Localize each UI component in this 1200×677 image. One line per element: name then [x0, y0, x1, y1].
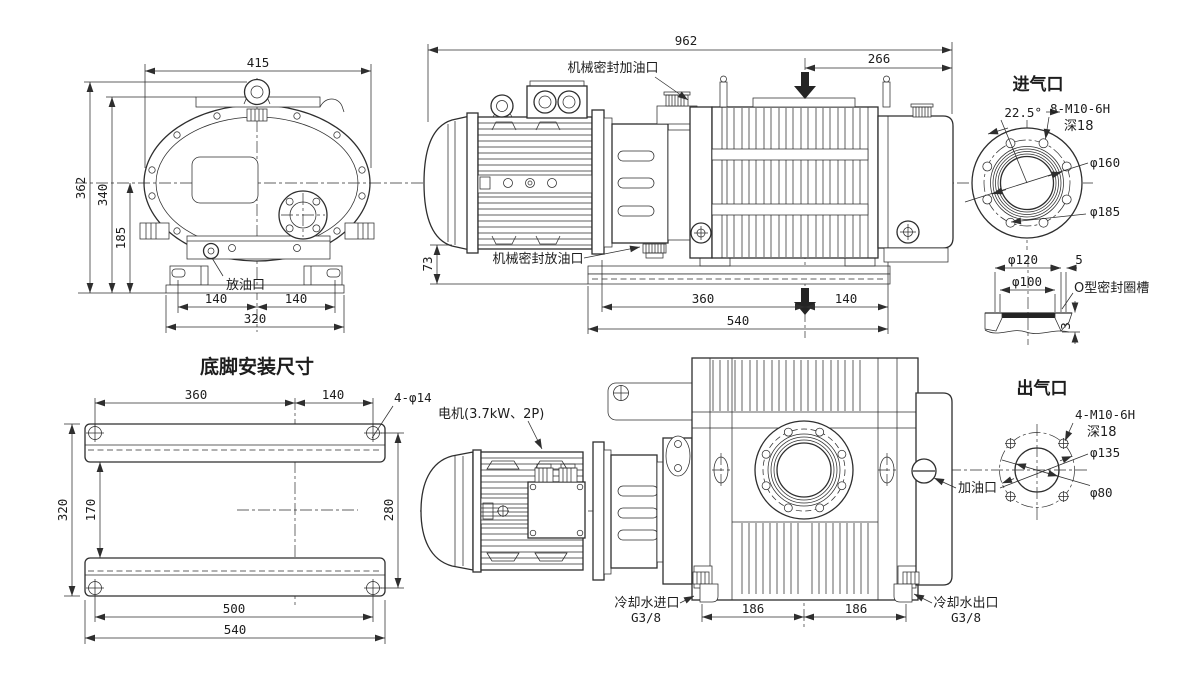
foot-title: 底脚安装尺寸: [200, 355, 314, 378]
outlet-bolt-spec: 4-M10-6H: [1075, 407, 1135, 422]
grease-pin: [719, 81, 728, 108]
dim-front-height-total: 362: [73, 177, 88, 200]
groove-dia-outer: φ120: [1008, 252, 1038, 267]
bottom-cover: [186, 235, 331, 260]
side-dimensions: [427, 42, 953, 334]
inlet-bolt-holes: [982, 138, 1072, 228]
groove-dia-inner: φ100: [1012, 274, 1042, 289]
lifting-eye: [243, 78, 271, 106]
water-outlet-size: G3/8: [951, 610, 981, 625]
dim-foot-hole-vertical: 280: [381, 499, 396, 522]
plan-inlet-flange: [754, 420, 854, 520]
left-clamp: [139, 222, 170, 240]
inlet-angle: 22.5°: [1004, 105, 1042, 120]
water-inlet-label: 冷却水进口: [614, 596, 679, 611]
dim-foot-width-total: 540: [224, 622, 247, 637]
dim-front-foot-left: 140: [205, 291, 228, 306]
seal-fill-label: 机械密封加油口: [567, 60, 658, 76]
front-base-channel: [165, 284, 345, 294]
groove-section: φ120 5 φ100 O型密封圈槽 3: [984, 252, 1149, 344]
groove-depth: 3: [1058, 322, 1073, 330]
inlet-title: 进气口: [1013, 74, 1064, 95]
cable-gland: [557, 90, 581, 114]
inlet-dia-bolt-circle: φ185: [1090, 204, 1120, 219]
cable-gland: [533, 90, 557, 114]
motor-lifting-eye: [490, 94, 514, 118]
inlet-bolt-spec: 8-M10-6H: [1050, 101, 1110, 116]
foot-rail-bottom: [84, 557, 386, 597]
foot-rail-top: [84, 423, 386, 463]
outlet-dia-bolt-circle: φ135: [1090, 445, 1120, 460]
side-base: [587, 257, 891, 285]
front-feet: [165, 265, 345, 294]
dim-side-base-right: 140: [835, 291, 858, 306]
foot-view: 底脚安装尺寸 360 140 4-φ14 320 170 280 500 540: [55, 355, 432, 644]
foot-dimensions: [64, 398, 404, 644]
right-clamp: [344, 222, 375, 240]
dim-water-left: 186: [742, 601, 765, 616]
water-inlet-fitting: [692, 571, 719, 603]
motor-label: 电机(3.7kW、2P): [438, 407, 544, 422]
dim-front-foot-right: 140: [285, 291, 308, 306]
inlet-dia-bore: φ160: [1090, 155, 1120, 170]
vent-plug: [246, 108, 268, 122]
plan-view: 电机(3.7kW、2P) 加油口 186 186 冷却水进口 G3/8 冷却水出…: [420, 357, 999, 625]
dim-side-base-left: 360: [692, 291, 715, 306]
seal-drain-plug: [642, 243, 667, 254]
groove-width: 5: [1075, 252, 1083, 267]
groove-label: O型密封圈槽: [1074, 280, 1149, 296]
side-view: 962 266 73 360 140 540 机械密封加油口 机械密封放油口: [420, 33, 954, 334]
water-inlet-size: G3/8: [631, 610, 661, 625]
outlet-title: 出气口: [1017, 378, 1068, 399]
plan-dimensions: [527, 420, 957, 622]
dim-front-width: 415: [247, 55, 270, 70]
front-dimensions: [78, 64, 372, 333]
drain-port-label: 放油口: [226, 278, 265, 293]
plan-pump-body: [691, 357, 953, 603]
side-motor: [423, 80, 593, 254]
dim-foot-hole-horizontal: 500: [223, 601, 246, 616]
dim-front-foot-span: 320: [244, 311, 267, 326]
outlet-dia-bore: φ80: [1090, 485, 1113, 500]
front-shaft-flange: [278, 190, 328, 240]
water-outlet-fitting: [893, 571, 920, 603]
plan-end-cover: [915, 392, 953, 586]
dim-front-height-axis: 185: [113, 227, 128, 250]
side-pump-body: [689, 75, 954, 263]
dim-side-inlet-offset: 266: [868, 51, 891, 66]
dim-foot-height: 320: [55, 499, 70, 522]
dim-foot-hole-left: 360: [185, 387, 208, 402]
seal-drain-label: 机械密封放油口: [492, 251, 583, 267]
plan-adapter: [592, 435, 693, 585]
outlet-bolt-holes: [1005, 438, 1069, 502]
inlet-view: 进气口 22.5° 8-M10-6H 深18 φ160 φ185: [964, 74, 1120, 239]
inlet-bolt-depth: 深18: [1064, 119, 1094, 134]
outlet-bolt-depth: 深18: [1087, 425, 1117, 440]
dim-foot-hole-right: 140: [322, 387, 345, 402]
grease-pin: [882, 81, 891, 108]
inspection-window: [191, 156, 259, 204]
cable-gland: [558, 467, 578, 483]
foot-hole-spec: 4-φ14: [394, 390, 432, 405]
side-adapter: [591, 91, 698, 259]
dim-water-right: 186: [845, 601, 868, 616]
plan-motor: [420, 449, 586, 573]
dim-foot-gap: 170: [83, 499, 98, 522]
oil-fill-label: 加油口: [958, 481, 997, 496]
dim-side-base-total: 540: [727, 313, 750, 328]
dim-side-length: 962: [675, 33, 698, 48]
cable-gland: [534, 467, 554, 483]
water-outlet-label: 冷却水出口: [933, 596, 998, 611]
dim-front-height-eye: 340: [95, 184, 110, 207]
dim-side-base-height: 73: [420, 256, 435, 271]
outlet-view: 出气口 4-M10-6H 深18 φ135 φ80: [999, 378, 1135, 508]
front-view: 415 362 340 185 140 140 320 放油口: [73, 55, 375, 333]
plan-junction-box: [527, 481, 586, 539]
drain-port: [202, 242, 220, 260]
rim-bolts: [148, 112, 366, 235]
